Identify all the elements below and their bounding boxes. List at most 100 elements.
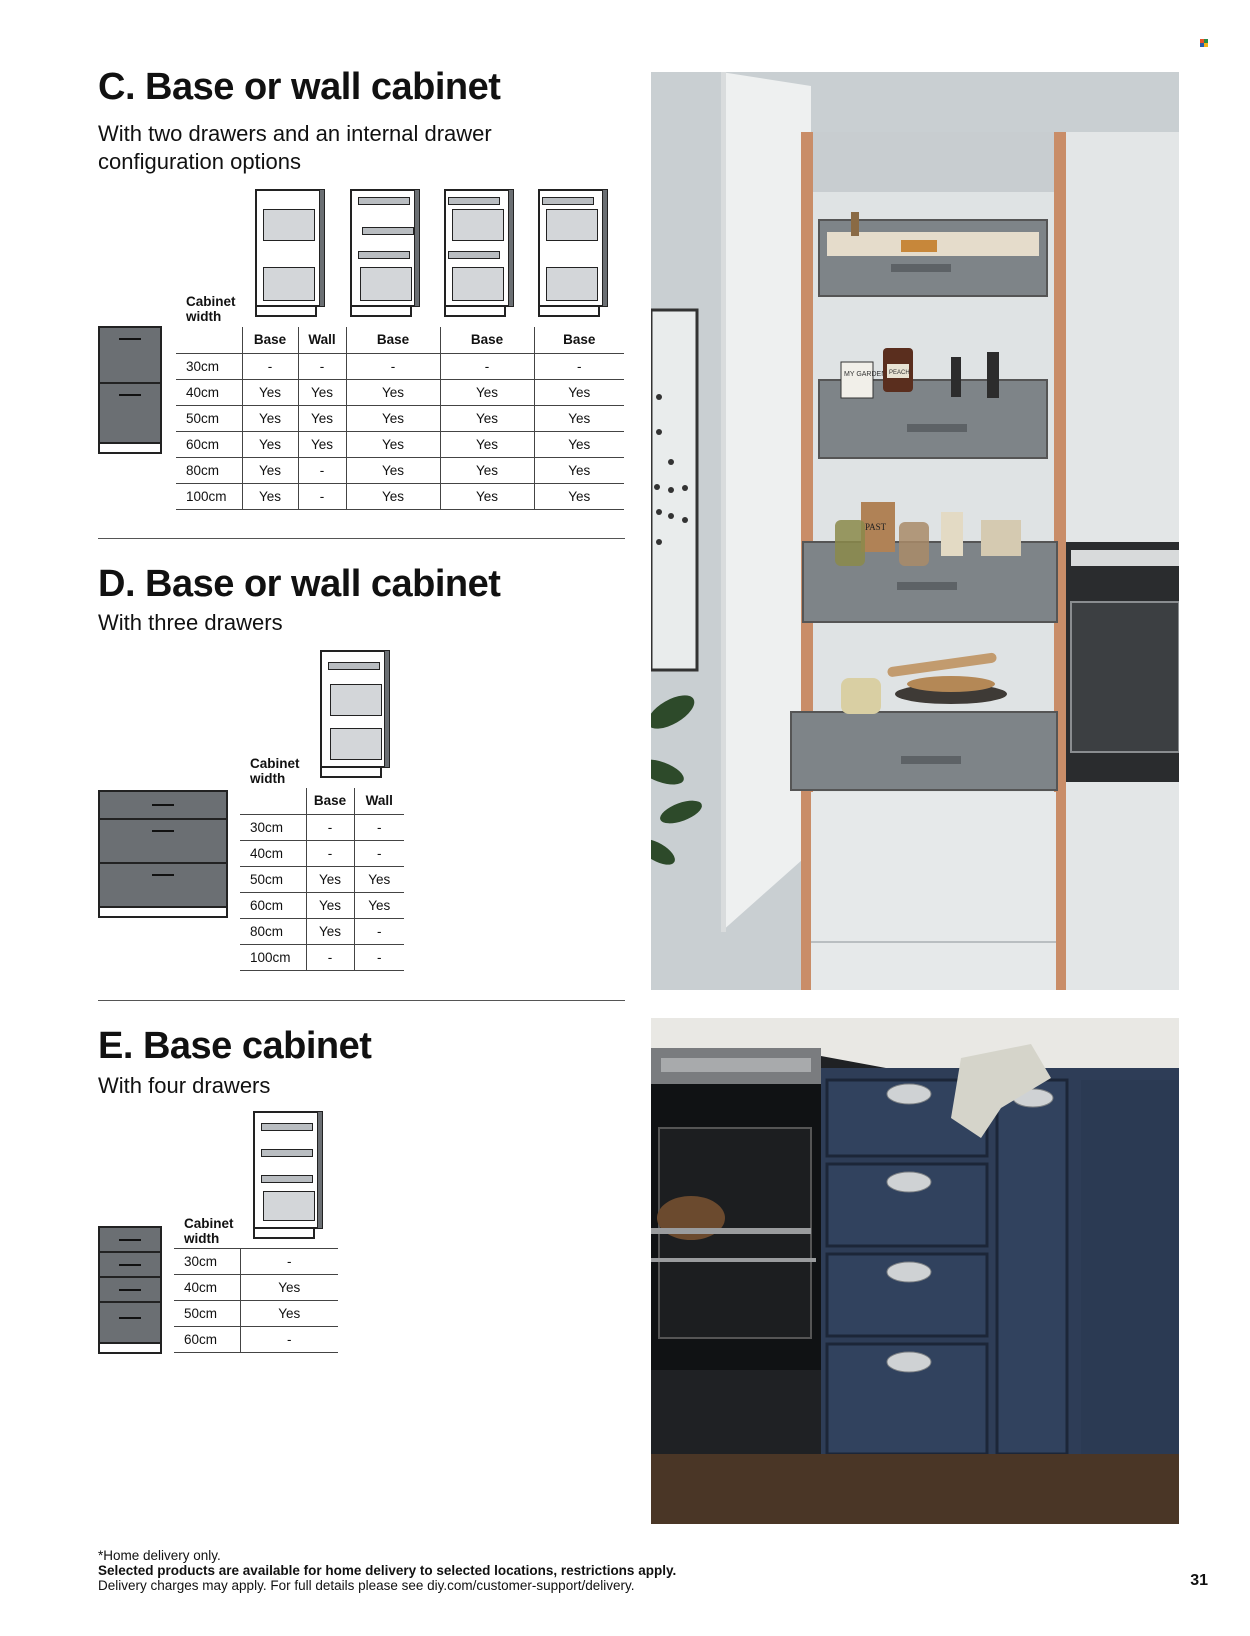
table-cell: Yes (239, 1300, 338, 1327)
table-cell: Yes (241, 405, 298, 432)
table-cell: Yes (297, 379, 346, 406)
table-cell: - (305, 840, 354, 867)
table-cell: Yes (345, 457, 440, 484)
table-cell: - (353, 840, 404, 867)
config-diagram-internal-option-2 (444, 189, 518, 321)
table-cell: - (353, 944, 404, 971)
table-cell-width: 30cm (240, 814, 306, 841)
table-header-row: Base Wall (240, 788, 404, 815)
section-c-subtitle: With two drawers and an internal drawer … (98, 120, 492, 176)
page-number: 31 (1190, 1572, 1208, 1589)
section-e-title: E. Base cabinet (98, 1025, 372, 1067)
table-cell: Yes (305, 866, 354, 893)
navy-drawers-photo (651, 1018, 1179, 1524)
section-divider (98, 1000, 625, 1001)
table-cell: Yes (345, 431, 440, 458)
section-d-width-label: Cabinet width (250, 756, 300, 786)
table-cell: Yes (345, 405, 440, 432)
width-label-line1: Cabinet (186, 294, 236, 309)
navy-drawers-illustration (651, 1018, 1179, 1524)
width-label-line2: width (250, 771, 286, 786)
table-cell: - (353, 918, 404, 945)
table-header-row: Base Wall Base Base Base (176, 327, 624, 354)
table-cell: Yes (439, 457, 534, 484)
table-cell-width: 40cm (174, 1274, 240, 1301)
table-header: Base (345, 327, 440, 354)
table-cell-width: 60cm (176, 431, 242, 458)
table-row: 30cm- (174, 1248, 338, 1275)
section-c-subtitle-line2: configuration options (98, 149, 302, 174)
table-cell-width: 100cm (240, 944, 306, 971)
table-cell: - (439, 353, 534, 380)
cabinet-front-three-drawers (98, 790, 228, 922)
table-cell: - (305, 944, 354, 971)
table-row: 100cm-- (240, 944, 404, 971)
table-cell: - (297, 353, 346, 380)
table-cell: Yes (439, 379, 534, 406)
table-cell: Yes (439, 405, 534, 432)
config-diagram-two-drawers (255, 189, 329, 321)
table-header: Base (305, 788, 354, 815)
section-d-title: D. Base or wall cabinet (98, 563, 501, 605)
table-header: Wall (353, 788, 404, 815)
table-cell: Yes (353, 892, 404, 919)
table-header-width (176, 327, 242, 354)
footnote-delivery-charges: Delivery charges may apply. For full det… (98, 1578, 635, 1593)
table-cell: Yes (241, 457, 298, 484)
table-cell: Yes (533, 457, 624, 484)
table-header-width (240, 788, 306, 815)
table-cell: - (305, 814, 354, 841)
config-diagram-three-drawers (320, 650, 394, 782)
width-label-line2: width (186, 309, 222, 324)
larder-cabinet-photo: MY GARDEN PEACH PAST (651, 72, 1179, 990)
table-cell: Yes (345, 379, 440, 406)
config-diagram-four-drawers (253, 1111, 327, 1243)
section-e-width-label: Cabinet width (184, 1216, 234, 1246)
table-cell: Yes (241, 431, 298, 458)
table-cell: - (533, 353, 624, 380)
width-label-line1: Cabinet (250, 756, 300, 771)
footnote-home-delivery: *Home delivery only. (98, 1548, 221, 1563)
table-cell: Yes (241, 483, 298, 510)
footnote-selected-products: Selected products are available for home… (98, 1563, 677, 1578)
table-cell: Yes (533, 405, 624, 432)
table-cell-width: 60cm (240, 892, 306, 919)
table-cell-width: 80cm (176, 457, 242, 484)
config-diagram-internal-option-3 (538, 189, 612, 321)
table-header: Base (241, 327, 298, 354)
table-row: 40cm-- (240, 840, 404, 867)
table-header: Wall (297, 327, 346, 354)
table-cell-width: 30cm (176, 353, 242, 380)
table-cell: Yes (533, 379, 624, 406)
table-row: 60cm- (174, 1326, 338, 1353)
section-c-subtitle-line1: With two drawers and an internal drawer (98, 121, 492, 146)
table-cell-width: 100cm (176, 483, 242, 510)
table-cell: Yes (533, 431, 624, 458)
table-cell: Yes (239, 1274, 338, 1301)
table-cell: - (239, 1248, 338, 1275)
table-cell-width: 50cm (240, 866, 306, 893)
table-cell-width: 60cm (174, 1326, 240, 1353)
config-diagram-internal-option-1 (350, 189, 424, 321)
table-cell: - (353, 814, 404, 841)
width-label-line1: Cabinet (184, 1216, 234, 1231)
cabinet-front-two-drawers (98, 326, 162, 458)
table-cell-width: 80cm (240, 918, 306, 945)
table-cell: Yes (533, 483, 624, 510)
table-cell: Yes (297, 431, 346, 458)
section-divider (98, 538, 625, 539)
section-d-subtitle: With three drawers (98, 610, 283, 635)
cabinet-front-four-drawers (98, 1226, 162, 1358)
table-cell: Yes (439, 431, 534, 458)
